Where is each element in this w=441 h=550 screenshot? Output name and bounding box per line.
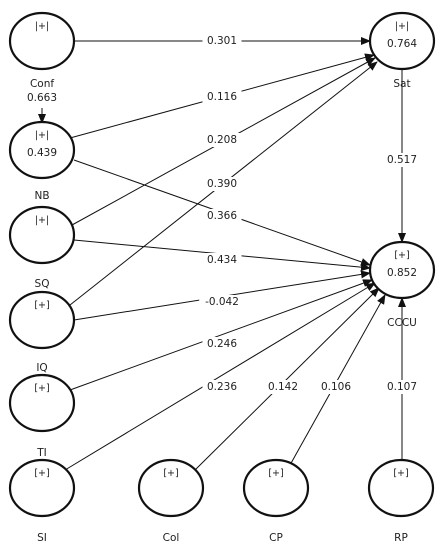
latent-variable-ellipse[interactable]	[242, 458, 310, 518]
path-coefficient-label: 0.301	[207, 35, 237, 47]
edge-label-background	[202, 209, 242, 223]
path-coefficient-label: -0.042	[205, 296, 239, 308]
edge-label-background	[202, 90, 242, 104]
latent-variable-ellipse[interactable]	[8, 373, 76, 433]
nodes-layer: |+|0.663Conf|+|0.439NB|+|SQ[+]IQ[+]TI[+]…	[8, 11, 436, 544]
path-coefficient-label: 0.434	[207, 254, 237, 266]
node-name-label: NB	[34, 190, 49, 202]
expand-toggle-icon[interactable]: [+]	[268, 468, 283, 479]
path-coefficient-label: 0.142	[268, 381, 298, 393]
node-si[interactable]: [+] SI	[8, 458, 76, 544]
edge-label-background	[316, 380, 356, 394]
path-coefficient-label: 0.107	[387, 381, 417, 393]
node-name-label: Sat	[393, 78, 410, 90]
path-coefficient-label: 0.517	[387, 154, 417, 166]
r-squared-value: 0.439	[27, 147, 57, 159]
expand-toggle-icon[interactable]: |+|	[395, 21, 409, 32]
node-name-label: SQ	[35, 278, 50, 290]
path-coefficient-label: 0.246	[207, 338, 237, 350]
edge-sq-to-cccu: 0.434	[73, 239, 371, 272]
node-name-label: CCCU	[387, 317, 417, 329]
r-squared-value: 0.663	[27, 92, 57, 104]
node-name-label: Col	[163, 532, 180, 544]
node-name-label: Conf	[30, 78, 54, 90]
expand-toggle-icon[interactable]: |+|	[35, 215, 49, 226]
edge-label-background	[202, 34, 242, 48]
node-name-label: SI	[37, 532, 47, 544]
node-name-label: RP	[394, 532, 408, 544]
edge-arrow	[69, 279, 373, 391]
expand-toggle-icon[interactable]: [+]	[34, 383, 49, 394]
expand-toggle-icon[interactable]: [+]	[34, 300, 49, 311]
edge-sat-to-cccu: 0.517	[382, 69, 422, 243]
expand-toggle-icon[interactable]: [+]	[394, 250, 409, 261]
edge-label-background	[202, 133, 242, 147]
edge-label-background	[202, 337, 242, 351]
latent-variable-ellipse[interactable]	[8, 11, 76, 71]
node-rp[interactable]: [+] RP	[367, 458, 435, 544]
edge-iq-to-sat: 0.390	[69, 61, 378, 306]
path-coefficient-label: 0.106	[321, 381, 351, 393]
node-ti[interactable]: [+] TI	[8, 373, 76, 459]
expand-toggle-icon[interactable]: |+|	[35, 130, 49, 141]
latent-variable-ellipse[interactable]	[8, 290, 76, 350]
latent-variable-ellipse[interactable]	[367, 458, 435, 518]
expand-toggle-icon[interactable]: [+]	[34, 468, 49, 479]
edge-ti-to-cccu: 0.246	[69, 279, 373, 391]
expand-toggle-icon[interactable]: [+]	[393, 468, 408, 479]
edge-arrow	[194, 287, 380, 471]
latent-variable-ellipse[interactable]	[8, 458, 76, 518]
edges-layer: 0.301 0.116 0.208 0.390 0.517 0.366 0.434 -0.04…	[38, 34, 422, 471]
edge-conf-to-sat: 0.301	[74, 34, 371, 48]
latent-variable-ellipse[interactable]	[8, 120, 76, 180]
node-name-label: TI	[36, 447, 47, 459]
latent-variable-ellipse[interactable]	[137, 458, 205, 518]
edge-label-background	[202, 177, 242, 191]
r-squared-value: 0.852	[387, 267, 417, 279]
edge-iq-to-cccu: -0.042	[73, 270, 371, 321]
path-coefficient-label: 0.366	[207, 210, 237, 222]
node-name-label: CP	[269, 532, 283, 544]
edge-label-background	[202, 380, 242, 394]
edge-si-to-cccu: 0.236	[64, 282, 376, 471]
path-coefficient-label: 0.390	[207, 178, 237, 190]
expand-toggle-icon[interactable]: |+|	[35, 21, 49, 32]
edge-sq-to-sat: 0.208	[71, 57, 376, 226]
edge-label-background	[382, 380, 422, 394]
edge-label-background	[382, 153, 422, 167]
edge-col-to-cccu: 0.142	[194, 287, 380, 471]
path-coefficient-label: 0.208	[207, 134, 237, 146]
edge-label-background	[202, 253, 242, 267]
path-coefficient-label: 0.236	[207, 381, 237, 393]
node-cp[interactable]: [+] CP	[242, 458, 310, 544]
edge-arrow	[64, 282, 376, 471]
latent-variable-ellipse[interactable]	[368, 11, 436, 71]
edge-nb-to-cccu: 0.366	[73, 159, 371, 266]
node-name-label: IQ	[36, 362, 47, 374]
edge-label-background	[199, 295, 245, 309]
node-iq[interactable]: [+] IQ	[8, 290, 76, 374]
edge-label-background	[263, 380, 303, 394]
node-conf[interactable]: |+| 0.663 Conf	[8, 11, 76, 104]
latent-variable-ellipse[interactable]	[8, 205, 76, 265]
path-coefficient-label: 0.116	[207, 91, 237, 103]
edge-cp-to-cccu: 0.106	[289, 294, 386, 466]
node-sq[interactable]: |+| SQ	[8, 205, 76, 290]
r-squared-value: 0.764	[387, 38, 417, 50]
edge-nb-to-sat: 0.116	[69, 53, 375, 139]
node-col[interactable]: [+] Col	[137, 458, 205, 544]
expand-toggle-icon[interactable]: [+]	[163, 468, 178, 479]
edge-rp-to-cccu: 0.107	[382, 297, 422, 460]
latent-variable-ellipse[interactable]	[368, 240, 436, 300]
